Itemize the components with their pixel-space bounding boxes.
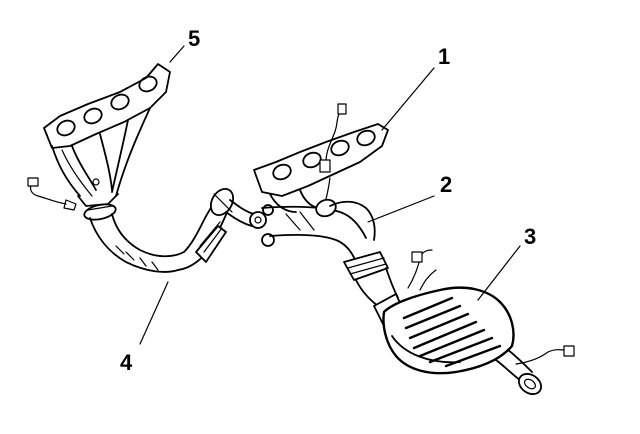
callout-2: 2 — [440, 172, 452, 197]
callout-1: 1 — [438, 44, 450, 69]
catalytic-converter — [373, 249, 575, 395]
leader-line-4 — [139, 281, 169, 345]
leader-lines — [139, 45, 521, 345]
leader-line-1 — [381, 67, 435, 131]
leader-line-5 — [169, 45, 185, 63]
front-crossover-pipe — [83, 187, 235, 273]
callout-5: 5 — [188, 26, 200, 51]
callout-4: 4 — [120, 350, 133, 375]
leader-line-2 — [367, 195, 435, 223]
callout-3: 3 — [524, 224, 536, 249]
front-exhaust-manifold — [43, 63, 171, 207]
rear-y-pipe — [261, 198, 399, 307]
front-oxygen-sensor — [27, 177, 77, 211]
leader-line-3 — [477, 245, 521, 301]
rear-exhaust-manifold — [253, 103, 389, 213]
